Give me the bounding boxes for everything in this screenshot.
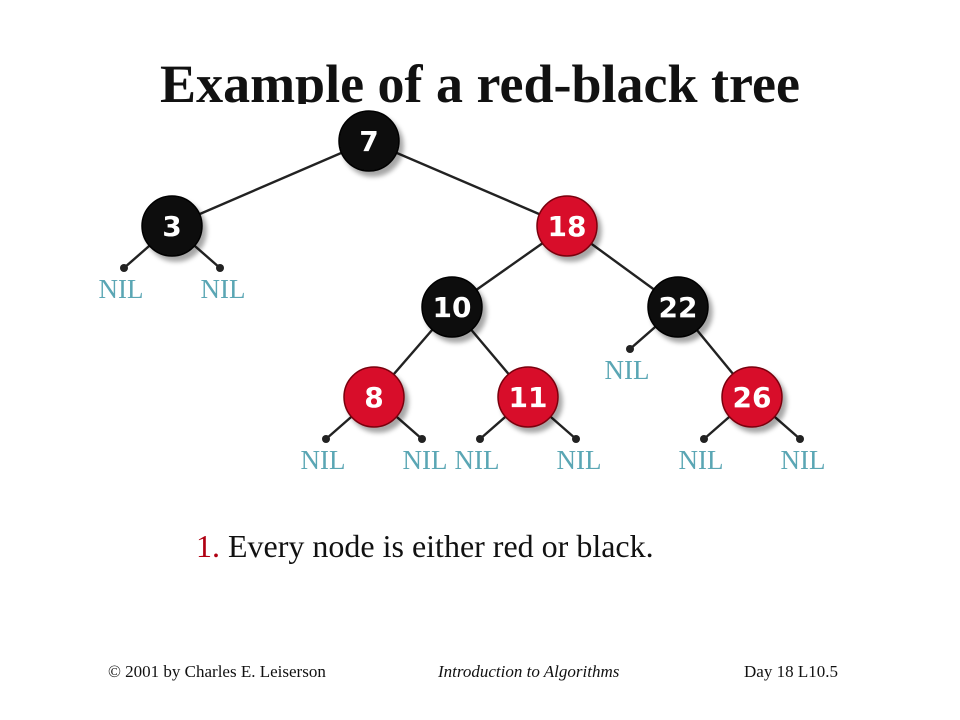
nil-leaf-label: NIL	[201, 274, 246, 304]
nil-dot	[476, 435, 484, 443]
property-text: Every node is either red or black.	[220, 528, 654, 564]
footer-copyright: © 2001 by Charles E. Leiserson	[108, 662, 326, 681]
property-number: 1.	[196, 528, 220, 564]
tree-edge-7-3	[171, 139, 370, 228]
node-key-label: 3	[162, 210, 181, 243]
node-circle-red	[721, 366, 783, 428]
nil-leaf-label: NIL	[781, 445, 826, 475]
node-key-label: 7	[359, 125, 378, 158]
node-circle-black	[141, 195, 203, 257]
tree-node-7: 7	[338, 110, 400, 172]
tree-node-3: 3	[141, 195, 203, 257]
nil-leaf-label: NIL	[557, 445, 602, 475]
footer-slide-number: Day 18 L10.5	[744, 662, 838, 681]
tree-node-22: 22	[647, 276, 709, 338]
node-key-label: 26	[733, 381, 772, 414]
slide-title: Example of a red-black tree	[160, 54, 800, 104]
node-circle-black	[421, 276, 483, 338]
nil-leaf-label: NIL	[99, 274, 144, 304]
node-circle-red	[536, 195, 598, 257]
node-circle-red	[497, 366, 559, 428]
node-circle-black	[338, 110, 400, 172]
title-wrap: Example of a red-black tree	[0, 48, 960, 104]
node-key-label: 11	[509, 381, 548, 414]
nil-dot	[700, 435, 708, 443]
tree-node-11: 11	[497, 366, 559, 428]
nil-leaf-label: NIL	[605, 355, 650, 385]
node-key-label: 18	[548, 210, 587, 243]
nil-leaf-label: NIL	[301, 445, 346, 475]
nil-dot	[572, 435, 580, 443]
property-statement: 1. Every node is either red or black.	[196, 528, 654, 565]
nil-leaf-label: NIL	[403, 445, 448, 475]
node-key-label: 10	[433, 291, 472, 324]
tree-node-10: 10	[421, 276, 483, 338]
nil-dot	[120, 264, 128, 272]
node-key-label: 8	[364, 381, 383, 414]
nil-dot	[322, 435, 330, 443]
nil-leaf-label: NIL	[455, 445, 500, 475]
tree-node-8: 8	[343, 366, 405, 428]
node-key-label: 22	[659, 291, 698, 324]
nil-dot	[796, 435, 804, 443]
footer-course-title: Introduction to Algorithms	[438, 662, 620, 681]
tree-node-26: 26	[721, 366, 783, 428]
nil-dot	[216, 264, 224, 272]
tree-edge-7-18	[368, 139, 568, 228]
node-circle-black	[647, 276, 709, 338]
node-circle-red	[343, 366, 405, 428]
nil-dot	[418, 435, 426, 443]
tree-node-18: 18	[536, 195, 598, 257]
nil-dot	[626, 345, 634, 353]
nil-leaf-label: NIL	[679, 445, 724, 475]
